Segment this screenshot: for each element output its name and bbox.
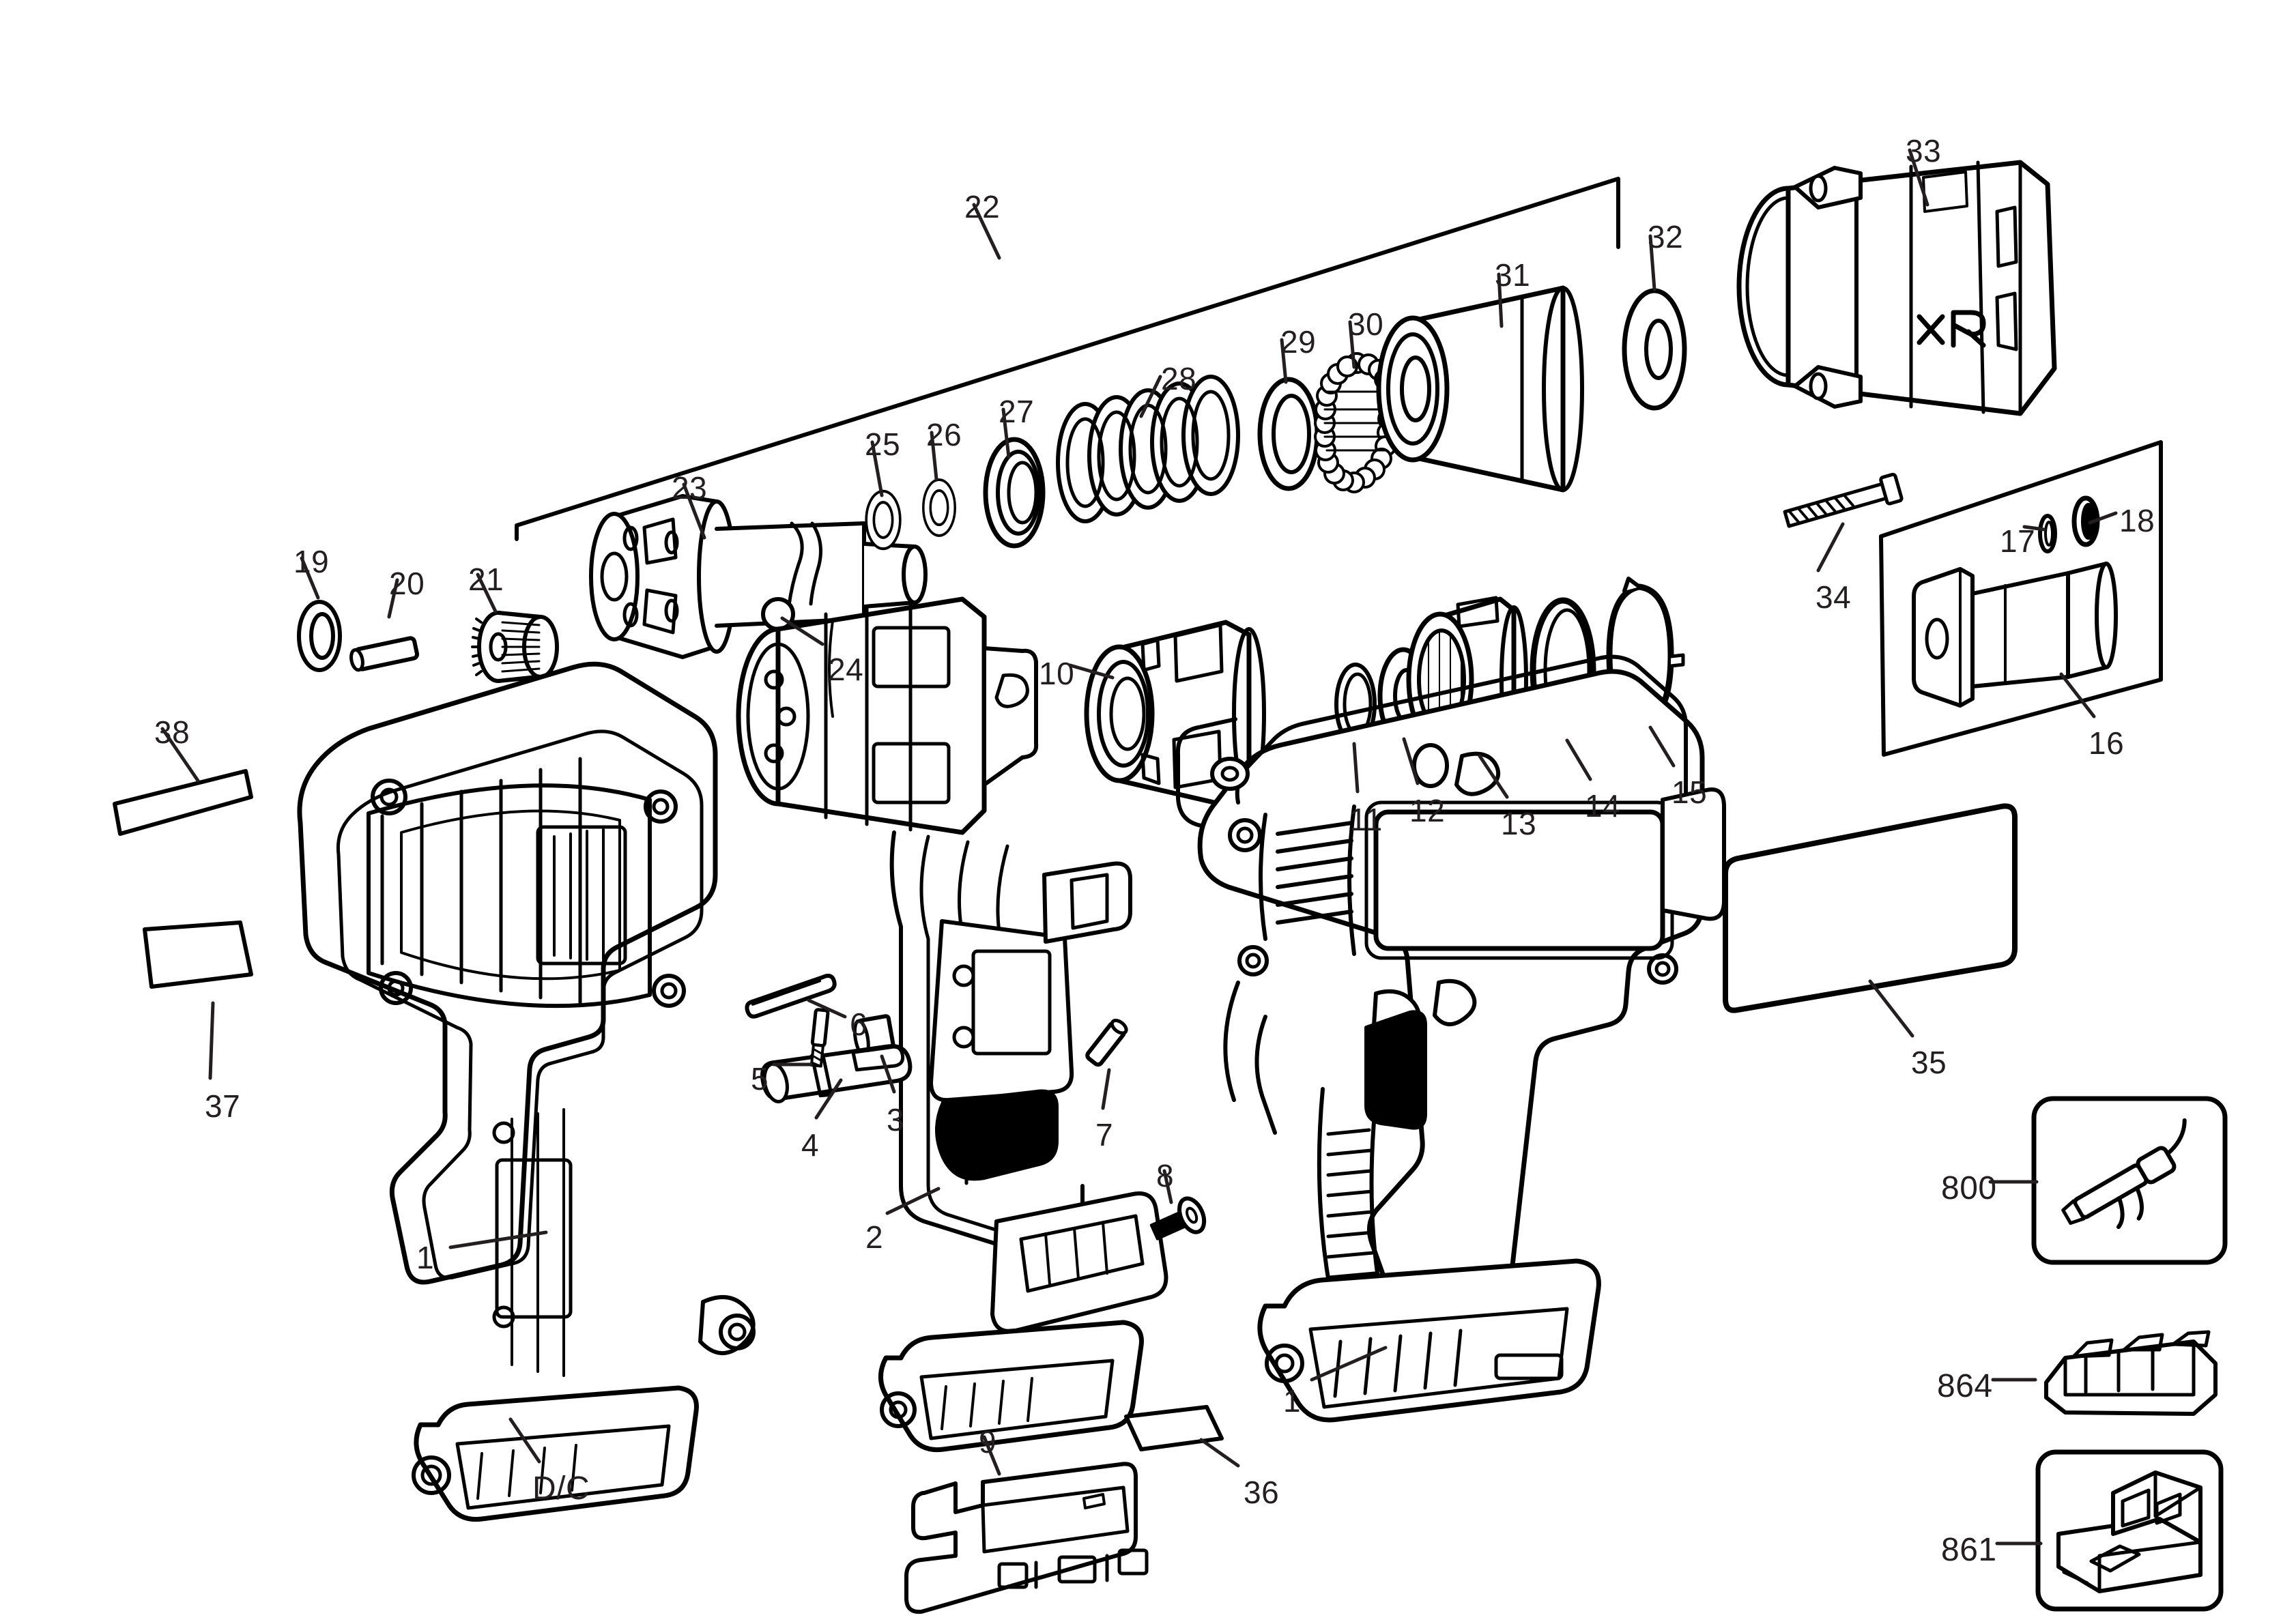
- callout-20: 20: [389, 566, 425, 601]
- leader-line-36: [1199, 1438, 1240, 1468]
- callout-9: 9: [979, 1424, 997, 1460]
- callout-800: 800: [1941, 1170, 1997, 1206]
- leader-line-27: [1001, 407, 1011, 459]
- callout-1a: 1: [416, 1240, 435, 1275]
- callout-4: 4: [801, 1127, 820, 1163]
- callout-38: 38: [154, 714, 190, 750]
- callout-27: 27: [999, 394, 1035, 429]
- callout-26: 26: [926, 417, 962, 452]
- leader-line-9: [982, 1435, 1001, 1476]
- leader-line-22: [972, 203, 1001, 260]
- leader-line-21: [476, 572, 498, 613]
- leader-line-18: [2088, 511, 2118, 525]
- callout-10: 10: [1039, 656, 1075, 691]
- leader-line-1a: [448, 1230, 548, 1249]
- leader-line-31: [1497, 272, 1504, 328]
- callout-12: 12: [1409, 793, 1446, 828]
- leader-line-2: [885, 1187, 941, 1215]
- leader-line-3: [880, 1054, 896, 1094]
- callout-33: 33: [1906, 133, 1942, 169]
- leader-line-24: [780, 616, 824, 646]
- callout-6: 6: [850, 1006, 868, 1042]
- leader-line-10: [1068, 663, 1115, 680]
- callout-36: 36: [1244, 1475, 1280, 1510]
- callout-24: 24: [828, 652, 864, 687]
- callout-1b: 1: [1283, 1383, 1302, 1419]
- callout-2: 2: [865, 1219, 884, 1255]
- leader-line-7: [1101, 1068, 1111, 1110]
- callout-17: 17: [2000, 523, 2036, 559]
- leader-line-23: [682, 482, 706, 540]
- callout-5: 5: [751, 1061, 769, 1097]
- callout-15: 15: [1671, 774, 1708, 810]
- callout-28: 28: [1161, 361, 1197, 396]
- callout-19: 19: [293, 544, 330, 579]
- callout-22: 22: [964, 189, 1001, 224]
- callout-861: 861: [1941, 1532, 1997, 1568]
- callout-18: 18: [2119, 503, 2155, 538]
- leader-line-dc: [508, 1417, 541, 1464]
- leader-line-14: [1565, 738, 1592, 781]
- leader-line-13: [1478, 754, 1509, 799]
- callout-21: 21: [468, 562, 504, 597]
- leader-line-12: [1402, 737, 1420, 785]
- leader-line-37: [208, 1001, 215, 1080]
- callout-29: 29: [1280, 324, 1317, 360]
- leader-line-15: [1648, 725, 1676, 768]
- leader-line-34: [1816, 522, 1845, 572]
- leader-line-33: [1908, 148, 1929, 207]
- callout-34: 34: [1816, 579, 1852, 615]
- callout-30: 30: [1348, 306, 1384, 342]
- leader-line-16: [2059, 672, 2096, 719]
- callout-864: 864: [1937, 1368, 1993, 1404]
- callout-13: 13: [1501, 806, 1537, 841]
- callout-8: 8: [1156, 1158, 1175, 1193]
- leader-line-38: [160, 727, 200, 783]
- leader-line-1b: [1310, 1346, 1388, 1382]
- callout-16: 16: [2089, 725, 2125, 761]
- leader-line-29: [1280, 338, 1288, 384]
- callout-14: 14: [1585, 788, 1621, 824]
- callout-23: 23: [672, 470, 708, 506]
- leader-line-20: [387, 578, 399, 619]
- leader-line-8: [1162, 1169, 1173, 1204]
- callout-7: 7: [1095, 1117, 1114, 1152]
- callout-31: 31: [1495, 257, 1531, 293]
- leader-line-4: [814, 1078, 843, 1120]
- callout-11: 11: [1349, 802, 1383, 837]
- leader-line-6: [807, 998, 847, 1019]
- leader-line-28: [1139, 375, 1162, 418]
- leader-line-32: [1648, 234, 1656, 291]
- callout-3: 3: [887, 1102, 905, 1137]
- callout-35: 35: [1911, 1045, 1947, 1080]
- callout-37: 37: [205, 1088, 241, 1124]
- leader-line-19: [300, 556, 320, 600]
- leader-line-35: [1868, 979, 1914, 1038]
- leader-line-25: [870, 440, 884, 497]
- leader-line-11: [1352, 742, 1360, 794]
- leader-line-17: [2022, 525, 2046, 532]
- leader-line-30: [1348, 320, 1356, 369]
- callout-25: 25: [865, 426, 901, 462]
- callout-dc: D/C: [532, 1470, 590, 1507]
- callout-32: 32: [1648, 219, 1684, 255]
- leader-line-26: [930, 431, 938, 481]
